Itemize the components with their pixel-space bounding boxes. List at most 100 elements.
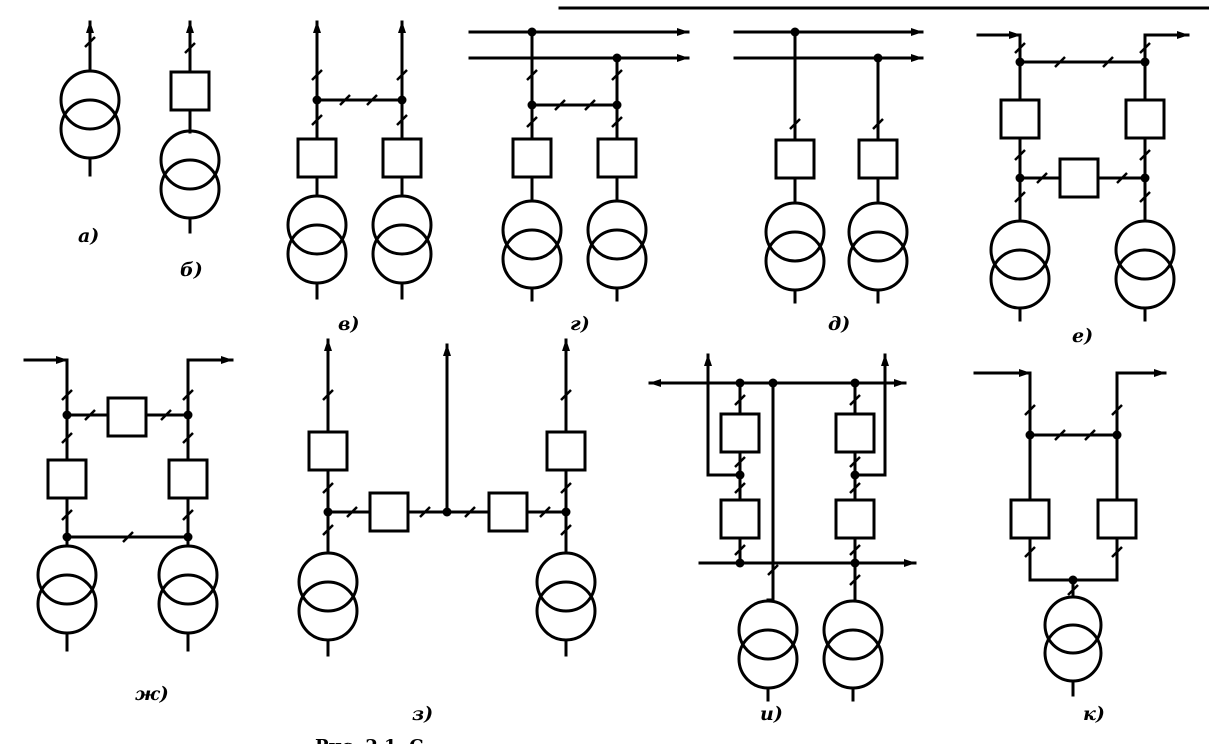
circuit-breaker-box xyxy=(999,98,1041,140)
disconnector-tick xyxy=(1024,404,1036,416)
scheme-label: к) xyxy=(1083,703,1105,725)
disconnector-tick xyxy=(1024,546,1036,558)
disconnector-tick xyxy=(1054,429,1066,441)
disconnector-tick xyxy=(419,506,431,518)
transformer-winding-icon xyxy=(1043,595,1103,655)
disconnector-tick xyxy=(1067,584,1079,596)
circuit-breaker-box xyxy=(1009,498,1051,540)
disconnector-tick xyxy=(584,99,596,111)
junction-dot xyxy=(527,100,537,110)
disconnector-tick xyxy=(849,574,861,586)
disconnector-tick xyxy=(61,432,73,444)
disconnector-tick xyxy=(396,114,408,126)
disconnector-tick xyxy=(84,36,96,48)
disconnector-tick xyxy=(560,389,572,401)
transformer-winding-icon xyxy=(157,544,219,606)
circuit-breaker-box xyxy=(1124,98,1166,140)
disconnector-tick xyxy=(311,114,323,126)
junction-dot xyxy=(790,27,800,37)
disconnector-tick xyxy=(789,118,801,130)
scheme-g: г) xyxy=(468,27,690,335)
scheme-d: д) xyxy=(733,27,924,335)
scheme-i: и) xyxy=(648,353,917,725)
disconnector-tick xyxy=(1116,172,1128,184)
disconnector-tick xyxy=(560,482,572,494)
scheme-k: к) xyxy=(973,369,1167,725)
circuit-breaker-box xyxy=(487,491,529,533)
disconnector-tick xyxy=(366,94,378,106)
scheme-label: б) xyxy=(180,259,203,281)
disconnector-tick xyxy=(1036,172,1048,184)
transformer-winding-icon xyxy=(847,201,909,263)
disconnector-tick xyxy=(1014,191,1026,203)
scheme-z: з) xyxy=(297,338,597,725)
disconnector-tick xyxy=(734,482,746,494)
junction-dot xyxy=(612,53,622,63)
circuit-breaker-box xyxy=(774,138,816,180)
disconnector-tick xyxy=(849,544,861,556)
disconnector-tick xyxy=(322,389,334,401)
scheme-v: в) xyxy=(286,20,433,335)
disconnector-tick xyxy=(1014,42,1026,54)
circuit-breaker-box xyxy=(169,70,211,112)
disconnector-tick xyxy=(1014,149,1026,161)
disconnector-tick xyxy=(1111,546,1123,558)
disconnector-tick xyxy=(1139,191,1151,203)
circuit-breaker-box xyxy=(719,412,761,454)
scheme-label: з) xyxy=(412,703,433,725)
disconnector-tick xyxy=(61,389,73,401)
disconnector-tick xyxy=(61,509,73,521)
disconnector-tick xyxy=(339,94,351,106)
transformer-winding-icon xyxy=(1114,219,1176,281)
junction-dot xyxy=(442,507,452,517)
transformer-winding-icon xyxy=(737,599,799,661)
scheme-zh: ж) xyxy=(23,356,234,705)
disconnector-tick xyxy=(182,432,194,444)
disconnector-tick xyxy=(184,42,196,54)
circuit-breaker-box xyxy=(1058,157,1100,199)
junction-dot xyxy=(527,27,537,37)
scheme-label: ж) xyxy=(135,683,169,705)
transformer-winding-icon xyxy=(586,199,648,261)
disconnector-tick xyxy=(346,506,358,518)
disconnector-tick xyxy=(1084,429,1096,441)
transformer-winding-icon xyxy=(297,551,359,613)
disconnector-tick xyxy=(539,506,551,518)
junction-dot xyxy=(1025,430,1035,440)
disconnector-tick xyxy=(560,524,572,536)
scheme-label: г) xyxy=(570,313,590,335)
scheme-label: д) xyxy=(828,313,850,335)
scheme-b: б) xyxy=(159,20,221,281)
disconnector-tick xyxy=(734,544,746,556)
circuit-breaker-box xyxy=(719,498,761,540)
disconnector-tick xyxy=(1102,56,1114,68)
junction-dot xyxy=(873,53,883,63)
disconnector-tick xyxy=(1054,56,1066,68)
circuit-breaker-box xyxy=(1096,498,1138,540)
scheme-label: в) xyxy=(338,313,359,335)
transformer-winding-icon xyxy=(59,69,121,131)
transformer-winding-icon xyxy=(286,194,348,256)
disconnector-tick xyxy=(849,394,861,406)
disconnector-tick xyxy=(122,531,134,543)
circuit-breaker-box xyxy=(167,458,209,500)
disconnector-tick xyxy=(182,509,194,521)
disconnector-tick xyxy=(734,456,746,468)
disconnector-tick xyxy=(1111,404,1123,416)
disconnector-tick xyxy=(734,394,746,406)
disconnector-tick xyxy=(322,524,334,536)
figure-caption: Рис. 2.1. С xyxy=(315,736,424,744)
transformer-winding-icon xyxy=(989,219,1051,281)
circuit-breaker-box xyxy=(834,498,876,540)
transformer-winding-icon xyxy=(822,599,884,661)
disconnector-tick xyxy=(322,482,334,494)
circuit-breaker-box xyxy=(857,138,899,180)
circuit-breaker-box xyxy=(106,396,148,438)
disconnector-tick xyxy=(464,506,476,518)
junction-dot xyxy=(1112,430,1122,440)
disconnector-tick xyxy=(611,116,623,128)
circuit-breaker-box xyxy=(307,430,349,472)
transformer-winding-icon xyxy=(36,544,98,606)
scheme-a: а) xyxy=(59,20,121,247)
